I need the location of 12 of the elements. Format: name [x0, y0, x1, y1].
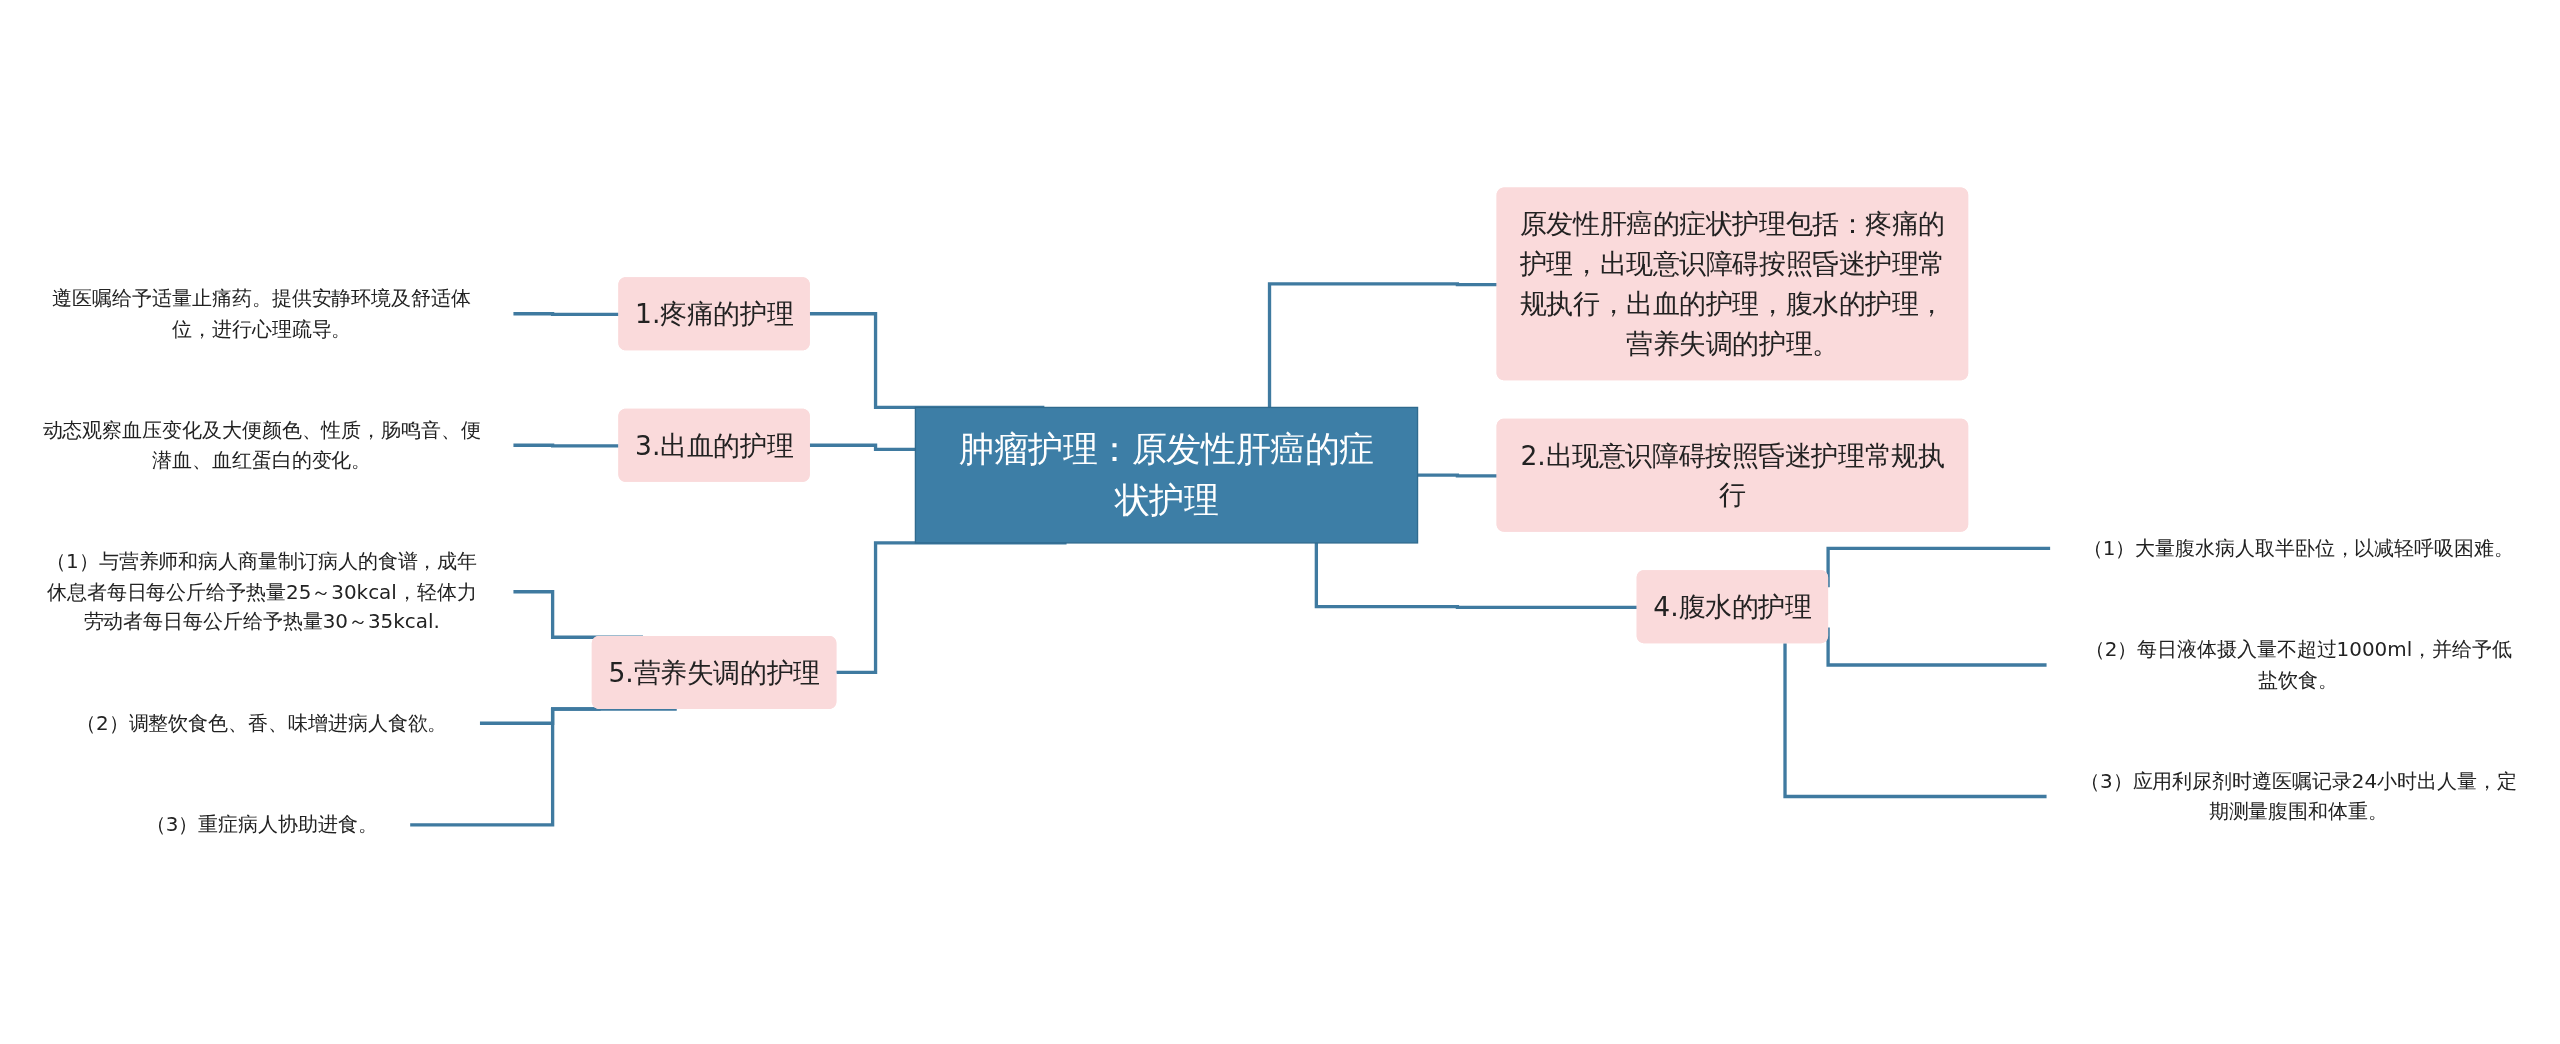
- node-text: （2）调整饮食色、香、味增进病人食欲。: [76, 710, 448, 735]
- connector: [1783, 643, 2048, 799]
- node-text: 遵医嘱给予适量止痛药。提供安静环境及舒适体位，进行心理疏导。: [52, 286, 471, 341]
- node-text: （1）与营养师和病人商量制订病人的食谱，成年休息者每日每公斤给予热量25～30kcal，轻体力劳动者每日每公斤给予热量30～35kcal.: [46, 549, 478, 634]
- connector: [1267, 282, 1498, 408]
- node-box: 肿瘤护理：原发性肝癌的症状护理: [914, 406, 1419, 544]
- node-text: （1）大量腹水病人取半卧位，以减轻呼吸困难。: [2082, 536, 2514, 561]
- node-text: （2）每日液体摄入量不超过1000ml，并给予低盐饮食。: [2084, 637, 2512, 692]
- node-text: （3）重症病人协助进食。: [145, 812, 378, 837]
- node-text: （3）应用利尿剂时遵医嘱记录24小时出人量，定期测量腹围和体重。: [2080, 769, 2517, 824]
- connector: [1314, 542, 1638, 609]
- node-text: 动态观察血压变化及大便颜色、性质，肠鸣音、便潜血、血红蛋白的变化。: [42, 418, 481, 472]
